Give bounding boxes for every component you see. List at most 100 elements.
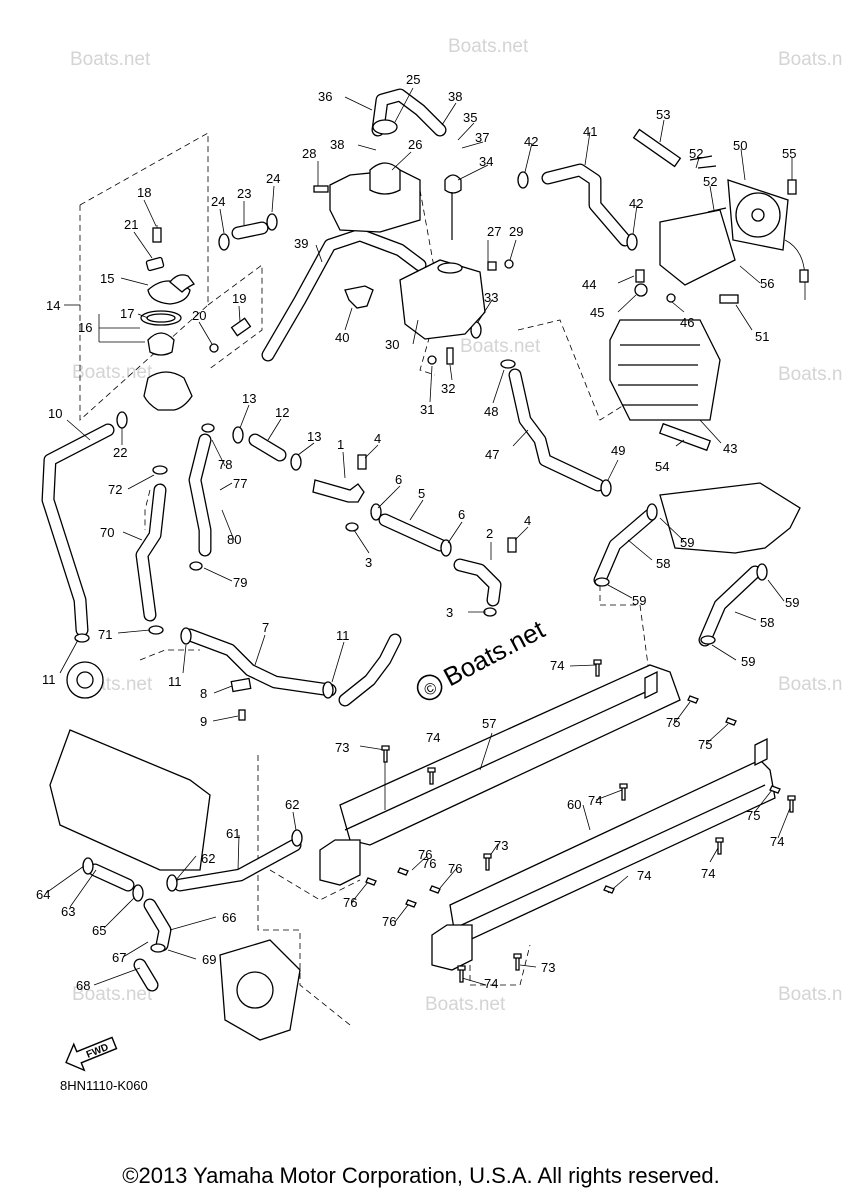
clamp-24a — [218, 233, 230, 251]
watermark-2: Boats.net — [448, 36, 529, 57]
clamp-71 — [148, 625, 164, 635]
callout-55: 55 — [782, 146, 796, 161]
filler-neck-26 — [369, 162, 401, 195]
thermostat-housing — [143, 371, 193, 411]
sensor-19 — [230, 317, 252, 337]
rail-57-fitting — [644, 670, 658, 700]
callout-39: 39 — [294, 236, 308, 251]
fan-hub — [751, 208, 765, 222]
callout-33: 33 — [484, 290, 498, 305]
callout-16: 16 — [78, 320, 92, 335]
clamp-72 — [152, 465, 168, 475]
callout-58a: 58 — [656, 556, 670, 571]
callout-74a: 74 — [550, 658, 564, 673]
watermark-10: Boats.net — [425, 994, 506, 1015]
callout-48: 48 — [484, 404, 498, 419]
bolt-9 — [238, 709, 246, 721]
callout-62b: 62 — [201, 851, 215, 866]
callout-53: 53 — [656, 107, 670, 122]
callout-61: 61 — [226, 826, 240, 841]
bolt-28 — [313, 185, 329, 193]
callout-76d: 76 — [382, 914, 396, 929]
watermark-9: Boats.net — [72, 984, 153, 1005]
pump-impeller — [236, 971, 274, 1009]
upper-grille — [659, 482, 801, 554]
callout-76c: 76 — [343, 895, 357, 910]
clamp-59d — [700, 635, 716, 645]
callout-38a: 38 — [448, 89, 462, 104]
watermark-4: Boats.net — [72, 362, 153, 383]
bolt-18 — [152, 227, 162, 243]
callout-47: 47 — [485, 447, 499, 462]
callout-36: 36 — [318, 89, 332, 104]
clamp-6b — [440, 539, 452, 557]
callout-77: 77 — [233, 476, 247, 491]
callout-11c: 11 — [336, 628, 350, 643]
clamp-59b — [594, 577, 610, 587]
callout-32: 32 — [441, 381, 455, 396]
callout-labels: 1 2 3 3 4 4 5 6 6 7 8 9 10 11 11 11 12 1… — [36, 72, 799, 993]
fwd-arrow: FWD — [65, 1036, 118, 1072]
rail-57 — [339, 664, 681, 846]
strip-54 — [658, 422, 712, 452]
clamp-22 — [116, 411, 128, 429]
fasteners — [365, 659, 796, 983]
watermark-5: Boats.net — [460, 336, 541, 357]
callout-52b: 52 — [703, 174, 717, 189]
callout-25: 25 — [406, 72, 420, 87]
callout-7: 7 — [262, 620, 269, 635]
callout-69: 69 — [202, 952, 216, 967]
callout-30: 30 — [385, 337, 399, 352]
callout-76a: 76 — [418, 847, 432, 862]
nut-45 — [634, 283, 648, 297]
callout-59a: 59 — [680, 535, 694, 550]
radiator-assembly — [609, 128, 809, 452]
callout-56: 56 — [760, 276, 774, 291]
clamp-42b — [626, 233, 638, 251]
callout-40: 40 — [335, 330, 349, 345]
callout-37: 37 — [475, 130, 489, 145]
callout-59b: 59 — [632, 593, 646, 608]
callout-1: 1 — [337, 437, 344, 452]
callout-62a: 62 — [285, 797, 299, 812]
clamp-59c — [756, 563, 768, 581]
reservoir-30 — [399, 259, 486, 340]
clamp-24b — [266, 213, 278, 231]
callout-72: 72 — [108, 482, 122, 497]
watermark-11: Boats.net — [778, 984, 842, 1005]
callout-28: 28 — [302, 146, 316, 161]
watermark-3: Boats.net — [778, 49, 842, 70]
clamps — [74, 171, 768, 953]
callout-74c: 74 — [588, 793, 602, 808]
cap-25 — [372, 119, 398, 135]
callout-78: 78 — [218, 457, 232, 472]
callout-14: 14 — [46, 298, 60, 313]
gasket-3a — [345, 522, 359, 532]
callout-65: 65 — [92, 923, 106, 938]
rail-60-end — [431, 924, 473, 971]
callout-49: 49 — [611, 443, 625, 458]
front-grille — [659, 482, 801, 554]
callout-29: 29 — [509, 224, 523, 239]
rail-60-fitting — [754, 737, 768, 767]
callout-70: 70 — [100, 525, 114, 540]
plate-51 — [719, 294, 739, 304]
connector — [799, 269, 809, 283]
callout-17: 17 — [120, 306, 134, 321]
callout-46: 46 — [680, 315, 694, 330]
grommet-46 — [666, 293, 676, 303]
callout-4b: 4 — [524, 513, 531, 528]
callout-6b: 6 — [458, 507, 465, 522]
bolt-4b — [507, 537, 517, 553]
callout-24b: 24 — [266, 171, 280, 186]
o-ring-17-inner — [146, 313, 176, 323]
callout-63: 63 — [61, 904, 75, 919]
callout-24a: 24 — [211, 194, 225, 209]
clamp-49 — [600, 479, 612, 497]
callout-75b: 75 — [698, 737, 712, 752]
callout-74d: 74 — [637, 868, 651, 883]
callout-42b: 42 — [629, 196, 643, 211]
clamp-69 — [150, 943, 166, 953]
clamp-79 — [189, 561, 203, 571]
